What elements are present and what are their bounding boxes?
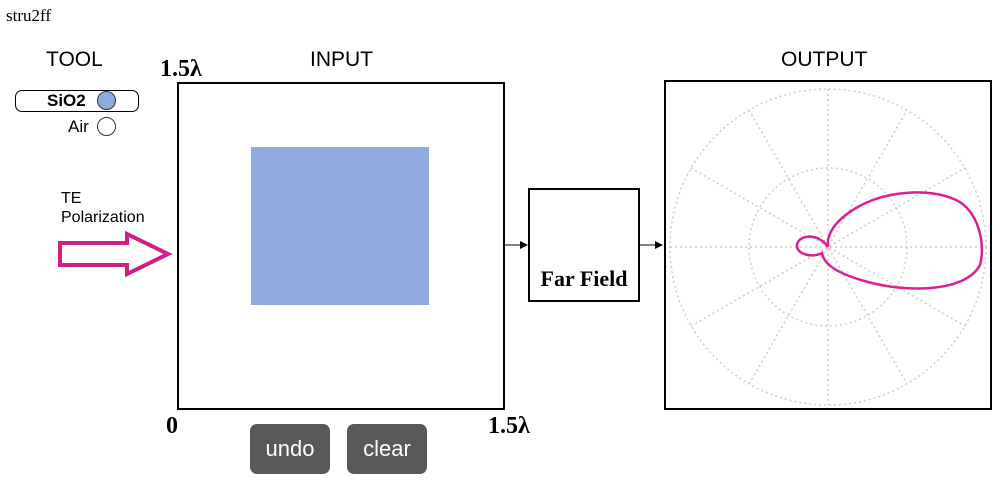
tool-air-swatch[interactable] — [97, 117, 116, 136]
sio2-block[interactable] — [251, 147, 429, 305]
polarization-line2: Polarization — [61, 209, 145, 226]
tool-air-label[interactable]: Air — [68, 117, 89, 136]
polar-plot — [669, 88, 987, 406]
clear-button[interactable]: clear — [347, 424, 427, 474]
polarization-line1: TE — [61, 190, 82, 207]
app-title: stru2ff — [6, 6, 52, 25]
farfield-box: Far Field — [528, 188, 640, 302]
tool-sio2-selected-frame — [15, 90, 139, 112]
arrow-to-output-icon — [640, 241, 663, 249]
far-field-pattern — [795, 191, 984, 290]
tool-sio2-label[interactable]: SiO2 — [47, 91, 86, 110]
output-header: OUTPUT — [781, 48, 868, 71]
input-axis-max-x: 1.5λ — [488, 413, 530, 439]
undo-button[interactable]: undo — [250, 424, 330, 474]
tool-sio2-swatch[interactable] — [97, 91, 116, 110]
farfield-label: Far Field — [540, 266, 628, 291]
input-axis-max-y: 1.5λ — [160, 56, 202, 82]
input-header: INPUT — [310, 48, 373, 71]
input-canvas[interactable] — [177, 82, 505, 410]
polarization-arrow-icon — [58, 230, 173, 278]
arrow-to-farfield-icon — [505, 241, 528, 249]
tool-header: TOOL — [46, 48, 103, 71]
input-axis-origin: 0 — [166, 413, 178, 439]
output-plot — [664, 80, 992, 410]
